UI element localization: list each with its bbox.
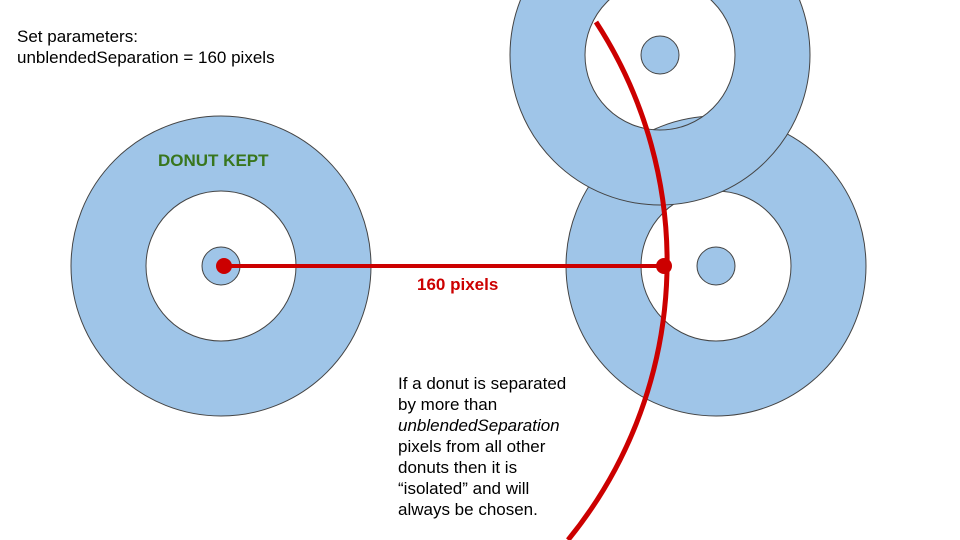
distance-line-start-dot xyxy=(216,258,232,274)
note-line-6: “isolated” and will xyxy=(398,479,530,498)
separation-radius-arc xyxy=(566,20,670,540)
right-donut-lower-center xyxy=(696,246,736,286)
note-line-2: by more than xyxy=(398,395,498,414)
donut-kept-label: DONUT KEPT xyxy=(158,151,269,170)
explanation-note: If a donut is separated by more than unb… xyxy=(398,373,608,520)
isolated-donut-ring xyxy=(70,115,372,417)
parameters-heading: Set parameters: xyxy=(17,27,138,46)
parameters-value: unblendedSeparation = 160 pixels xyxy=(17,48,275,67)
parameters-text: Set parameters: unblendedSeparation = 16… xyxy=(17,26,275,68)
right-donut-upper-ring xyxy=(509,0,811,206)
note-line-7: always be chosen. xyxy=(398,500,538,519)
note-line-4: pixels from all other xyxy=(398,437,546,456)
note-line-5: donuts then it is xyxy=(398,458,518,477)
distance-label: 160 pixels xyxy=(417,275,499,294)
isolated-donut xyxy=(70,115,372,417)
note-line-3: unblendedSeparation xyxy=(398,416,560,435)
note-line-1: If a donut is separated xyxy=(398,374,567,393)
distance-line-end-dot xyxy=(656,258,672,274)
right-donut-upper xyxy=(509,0,811,206)
right-donut-upper-center xyxy=(640,35,680,75)
